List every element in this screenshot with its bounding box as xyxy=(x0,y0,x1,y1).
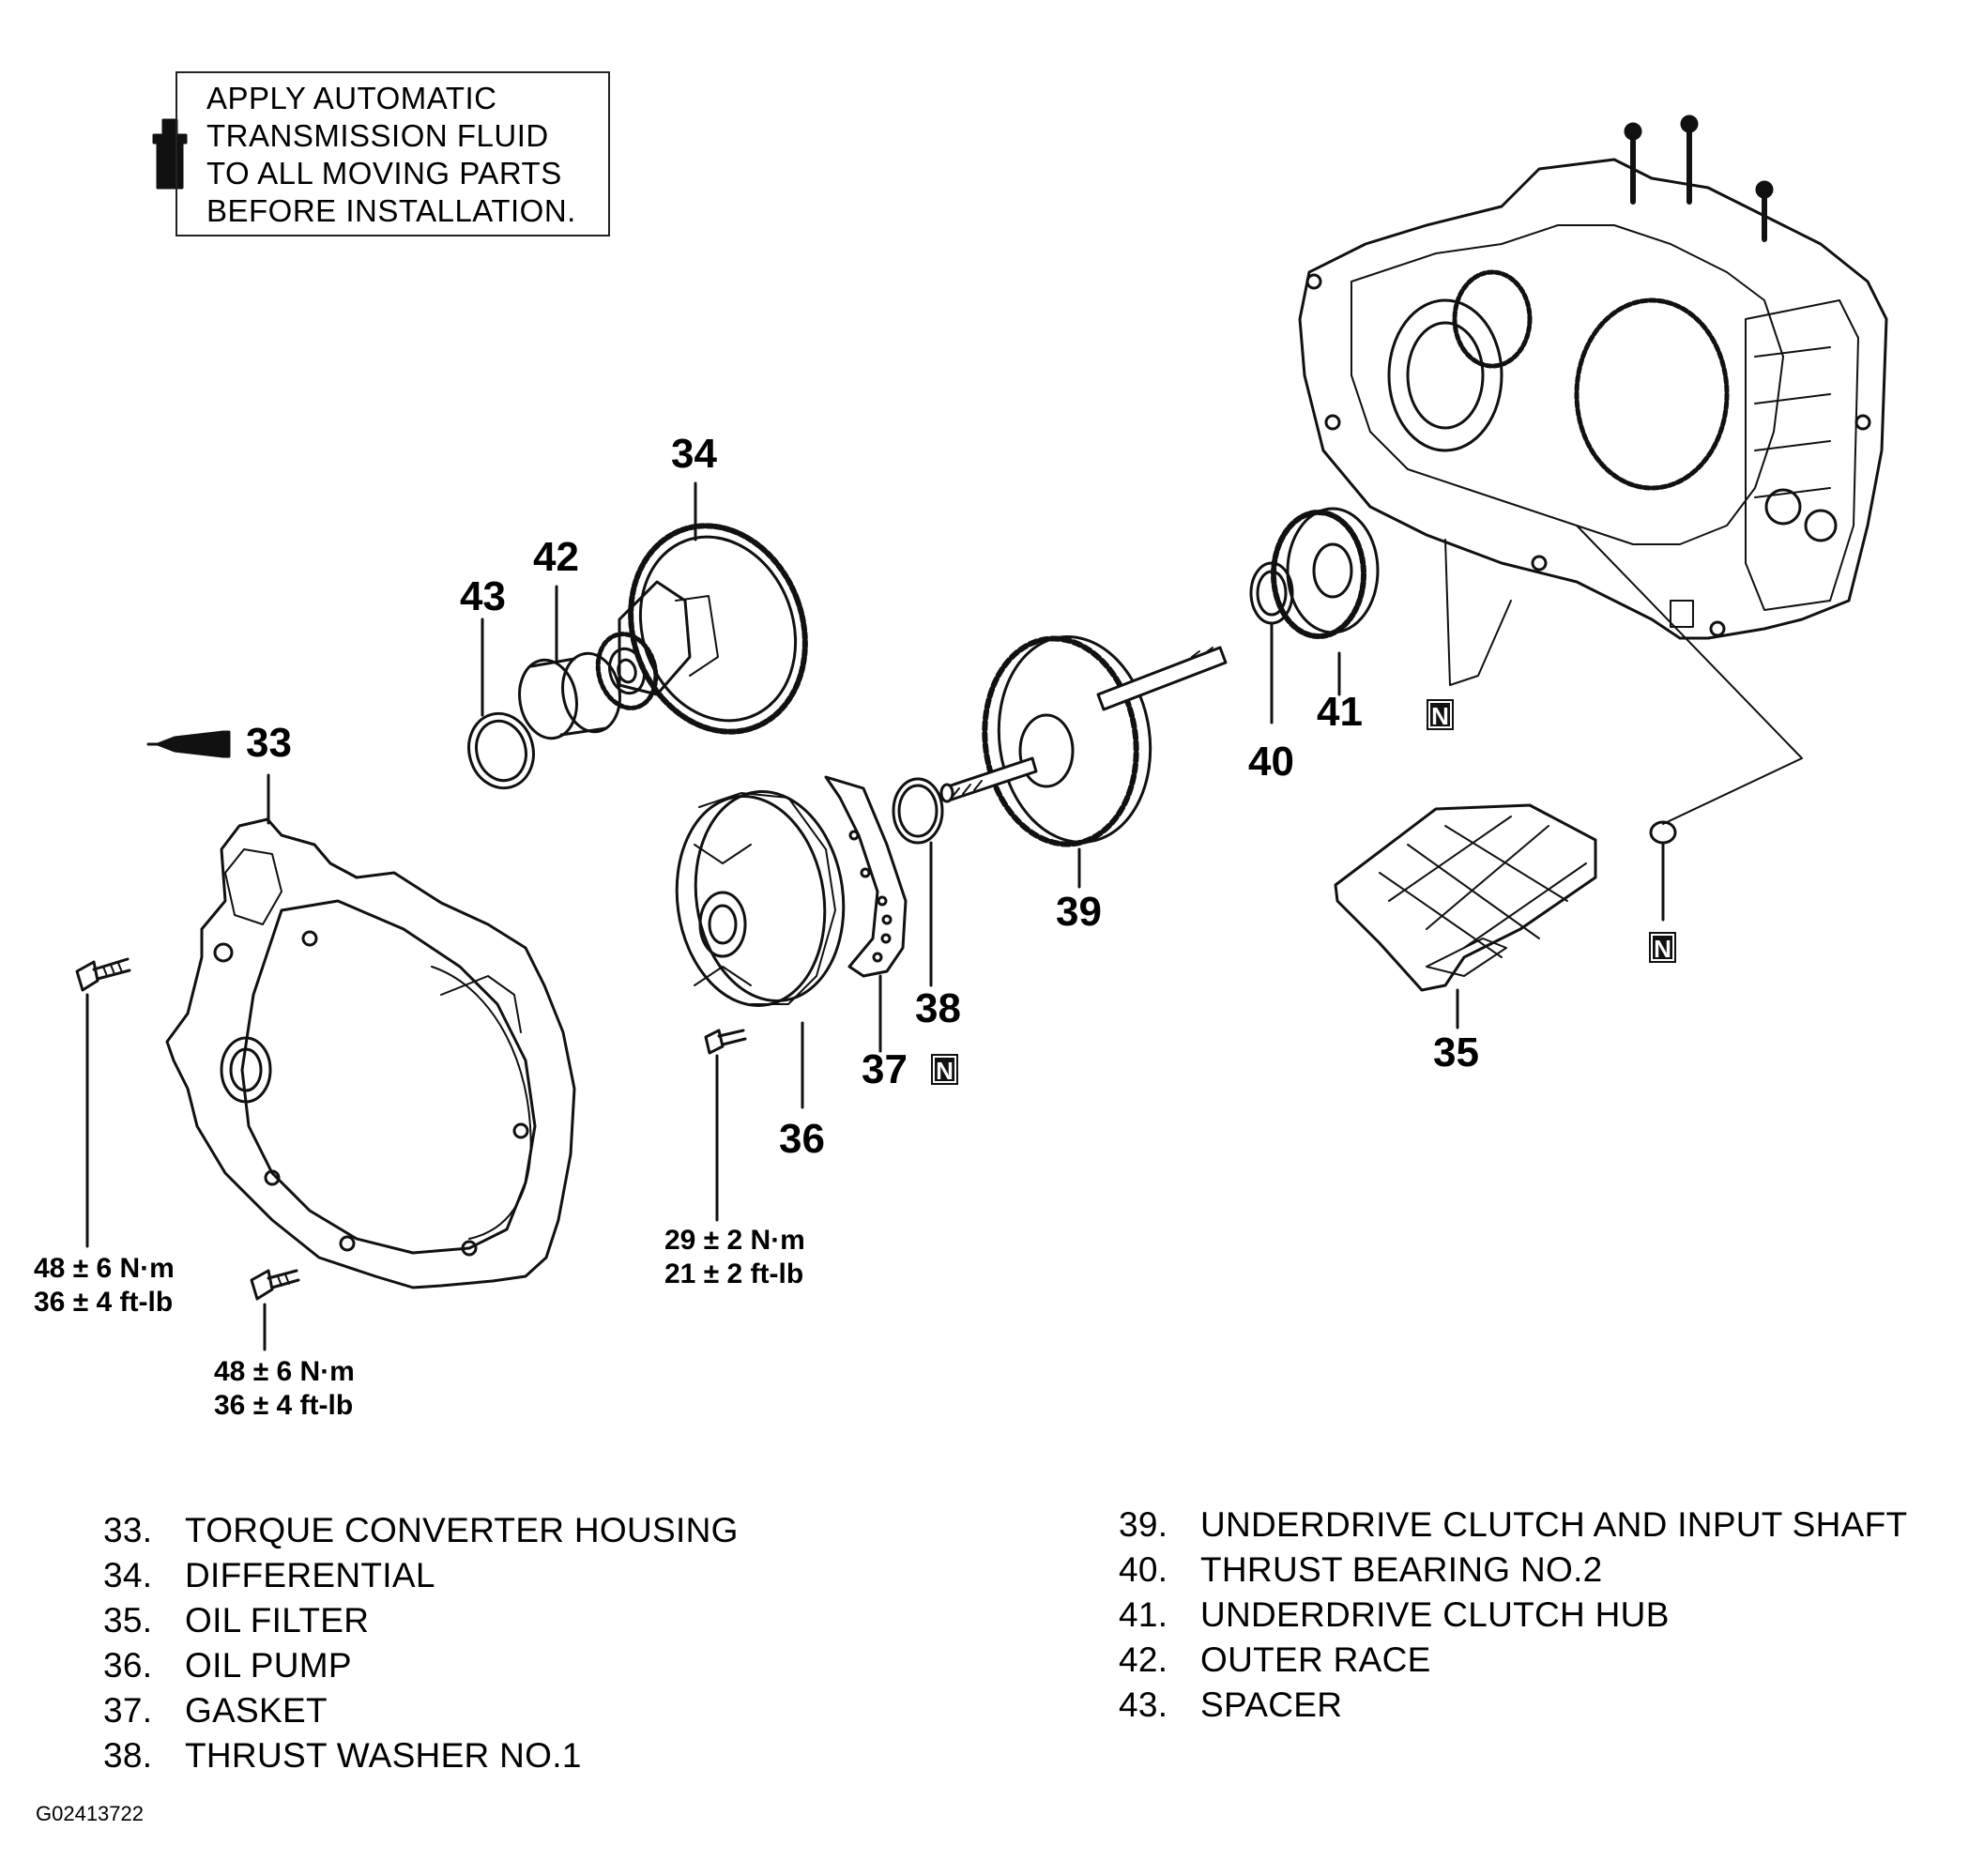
legend-part-name: OIL FILTER xyxy=(185,1601,370,1640)
callout-39: 39 xyxy=(1056,889,1102,935)
callout-36: 36 xyxy=(779,1116,825,1162)
torque-spec-housing-bottom: 48 ± 6 N·m 36 ± 4 ft-lb xyxy=(214,1355,355,1423)
non-reusable-mark: N xyxy=(1427,699,1454,730)
legend-number: 36. xyxy=(103,1646,153,1685)
callout-35: 35 xyxy=(1433,1030,1479,1075)
instruction-note-box xyxy=(176,71,610,236)
note-line-1: APPLY AUTOMATIC xyxy=(206,81,497,115)
thrust-washer xyxy=(892,777,944,987)
legend-part-name: UNDERDRIVE CLUTCH HUB xyxy=(1200,1595,1670,1634)
note-line-2: TRANSMISSION FLUID xyxy=(206,118,549,153)
legend-number: 39. xyxy=(1119,1505,1168,1544)
o-ring xyxy=(1649,820,1677,922)
legend-part-name: THRUST WASHER NO.1 xyxy=(185,1736,582,1775)
sealant-tube-icon xyxy=(146,730,231,758)
housing-bolt-bottom xyxy=(250,1269,300,1351)
housing-bolt-left xyxy=(75,957,131,1248)
torque-nm: 48 ± 6 N·m xyxy=(34,1253,175,1284)
callout-43: 43 xyxy=(460,573,506,619)
legend-number: 33. xyxy=(103,1511,153,1549)
torque-ftlb: 36 ± 4 ft-lb xyxy=(214,1390,354,1421)
torque-converter-housing xyxy=(165,817,576,1289)
legend-part-name: OIL PUMP xyxy=(185,1646,352,1685)
callout-40: 40 xyxy=(1248,739,1294,785)
torque-nm: 29 ± 2 N·m xyxy=(664,1225,805,1256)
callout-33: 33 xyxy=(246,720,292,766)
legend-number: 41. xyxy=(1119,1595,1168,1634)
oil-filter xyxy=(1334,803,1597,1030)
legend-part-name: THRUST BEARING NO.2 xyxy=(1200,1550,1603,1589)
legend-number: 43. xyxy=(1119,1685,1168,1724)
torque-ftlb: 36 ± 4 ft-lb xyxy=(34,1287,174,1318)
legend-number: 42. xyxy=(1119,1640,1168,1679)
oil-pump xyxy=(675,790,846,1109)
torque-nm: 48 ± 6 N·m xyxy=(214,1356,355,1387)
differential xyxy=(595,481,808,735)
note-line-4: BEFORE INSTALLATION. xyxy=(206,193,576,228)
legend-number: 34. xyxy=(103,1556,153,1594)
transmission-case xyxy=(1298,114,1888,825)
legend-part-name: TORQUE CONVERTER HOUSING xyxy=(185,1511,739,1549)
legend-number: 40. xyxy=(1119,1550,1168,1589)
legend-part-name: SPACER xyxy=(1200,1685,1343,1724)
torque-ftlb: 21 ± 2 ft-lb xyxy=(664,1258,804,1289)
legend-part-name: UNDERDRIVE CLUTCH AND INPUT SHAFT xyxy=(1200,1505,1908,1544)
callout-42: 42 xyxy=(533,534,579,580)
legend-number: 37. xyxy=(103,1691,153,1730)
legend-part-name: DIFFERENTIAL xyxy=(185,1556,435,1594)
callout-38: 38 xyxy=(915,985,961,1031)
legend-part-name: OUTER RACE xyxy=(1200,1640,1431,1679)
callout-34: 34 xyxy=(671,431,717,477)
torque-spec-housing-left: 48 ± 6 N·m 36 ± 4 ft-lb xyxy=(34,1252,175,1319)
legend-number: 38. xyxy=(103,1736,153,1775)
note-line-3: TO ALL MOVING PARTS xyxy=(206,156,562,191)
torque-spec-oil-pump: 29 ± 2 N·m 21 ± 2 ft-lb xyxy=(664,1224,805,1291)
callout-41: 41 xyxy=(1317,689,1363,735)
spacer xyxy=(467,618,535,790)
non-reusable-mark: N xyxy=(931,1054,958,1085)
gasket xyxy=(824,775,908,1053)
non-reusable-mark: N xyxy=(1649,932,1676,963)
legend-number: 35. xyxy=(103,1601,153,1640)
legend-part-name: GASKET xyxy=(185,1691,328,1730)
figure-id: G02413722 xyxy=(36,1802,144,1825)
underdrive-clutch-input-shaft xyxy=(939,635,1228,889)
underdrive-clutch-hub xyxy=(1271,507,1380,696)
callout-37: 37 xyxy=(862,1046,908,1092)
pump-bolt xyxy=(704,1029,747,1222)
